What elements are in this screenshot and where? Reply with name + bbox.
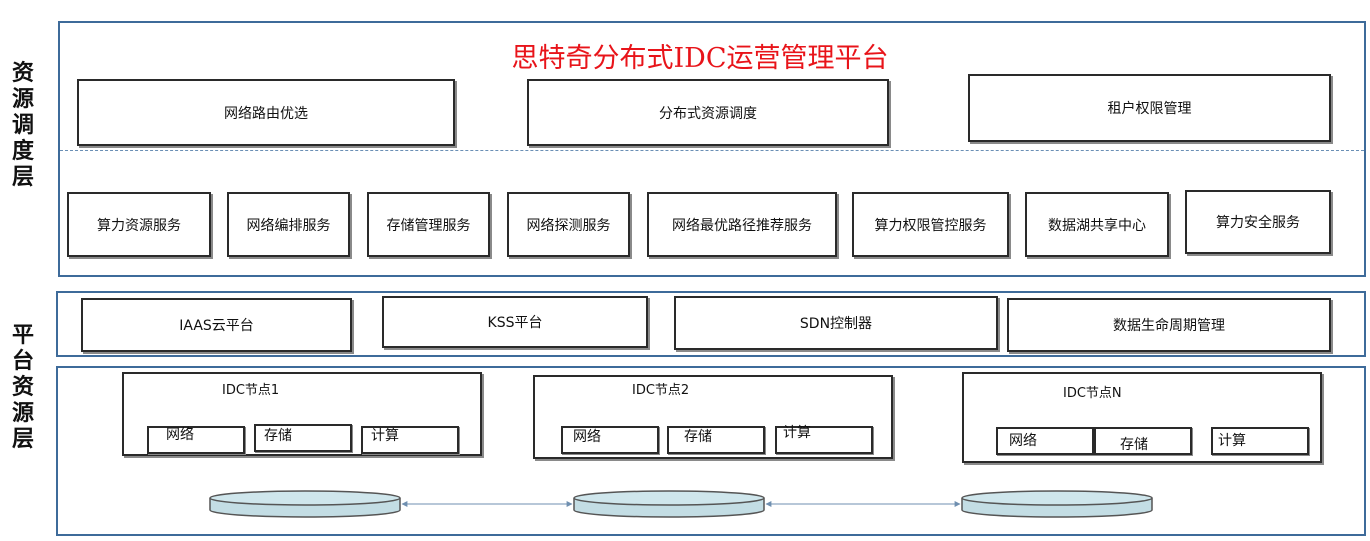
- layer-label-text: 资源调度层: [11, 60, 34, 190]
- box-label: 网络探测服务: [526, 217, 611, 234]
- node-compute-label: 计算: [783, 425, 811, 441]
- node-title: IDC节点N: [1063, 386, 1122, 401]
- node-network-box: [561, 426, 659, 454]
- top-box-network-routing: 网络路由优选: [77, 79, 455, 146]
- node-storage-box: [254, 424, 352, 452]
- node-title: IDC节点2: [632, 383, 690, 398]
- node-storage-box: [667, 426, 765, 454]
- service-optimal-path: 网络最优路径推荐服务: [647, 192, 837, 257]
- node-compute-label: 计算: [1218, 433, 1246, 449]
- box-label: SDN控制器: [799, 316, 873, 332]
- service-compute-permission: 算力权限管控服务: [852, 192, 1009, 257]
- service-compute-resource: 算力资源服务: [67, 192, 211, 257]
- service-network-probe: 网络探测服务: [507, 192, 630, 257]
- node-network-box: [147, 426, 245, 454]
- node-network-label: 网络: [1009, 433, 1037, 449]
- node-storage-label: 存储: [684, 429, 712, 445]
- box-label: 租户权限管理: [1107, 101, 1192, 117]
- top-box-distributed-scheduling: 分布式资源调度: [527, 79, 889, 146]
- platform-data-lifecycle: 数据生命周期管理: [1007, 298, 1331, 352]
- platform-iaas: IAAS云平台: [81, 298, 352, 352]
- box-label: 网络路由优选: [224, 105, 308, 122]
- box-label: 分布式资源调度: [659, 105, 757, 122]
- box-label: 网络编排服务: [246, 217, 331, 234]
- box-label: 存储管理服务: [386, 217, 471, 234]
- box-label: 数据湖共享中心: [1048, 217, 1146, 234]
- service-storage-management: 存储管理服务: [367, 192, 490, 257]
- layer-label-resource-scheduling: 资源调度层: [10, 60, 36, 190]
- storage-disc-1: [209, 490, 401, 518]
- node-compute-box: [775, 426, 873, 454]
- box-label: 算力资源服务: [97, 217, 181, 234]
- box-label: 算力权限管控服务: [874, 217, 987, 234]
- platform-kss: KSS平台: [382, 296, 648, 348]
- service-network-orchestration: 网络编排服务: [227, 192, 350, 257]
- node-network-label: 网络: [166, 427, 194, 443]
- platform-sdn: SDN控制器: [674, 296, 998, 350]
- box-label: 数据生命周期管理: [1113, 318, 1225, 334]
- node-compute-box: [1211, 427, 1309, 455]
- layer-label-platform-resource: 平台资源层: [10, 322, 36, 452]
- box-label: IAAS云平台: [179, 318, 254, 334]
- node-compute-box: [361, 426, 459, 454]
- node-title: IDC节点1: [222, 383, 280, 398]
- service-data-lake: 数据湖共享中心: [1025, 192, 1169, 257]
- box-label: KSS平台: [487, 315, 543, 331]
- storage-disc-2: [573, 490, 765, 518]
- node-network-box: [996, 427, 1094, 455]
- node-network-label: 网络: [573, 429, 601, 445]
- box-label: 网络最优路径推荐服务: [672, 217, 812, 234]
- storage-disc-n: [961, 490, 1153, 518]
- top-box-tenant-permission: 租户权限管理: [968, 74, 1331, 142]
- node-storage-label: 存储: [264, 428, 292, 444]
- node-storage-label: 存储: [1120, 437, 1148, 453]
- layer-divider: [60, 150, 1364, 151]
- service-compute-security: 算力安全服务: [1185, 190, 1331, 254]
- box-label: 算力安全服务: [1216, 215, 1300, 231]
- node-compute-label: 计算: [371, 428, 399, 444]
- platform-title: 思特奇分布式IDC运营管理平台: [511, 43, 889, 74]
- layer-label-text: 平台资源层: [11, 322, 34, 452]
- node-storage-box: [1094, 427, 1192, 455]
